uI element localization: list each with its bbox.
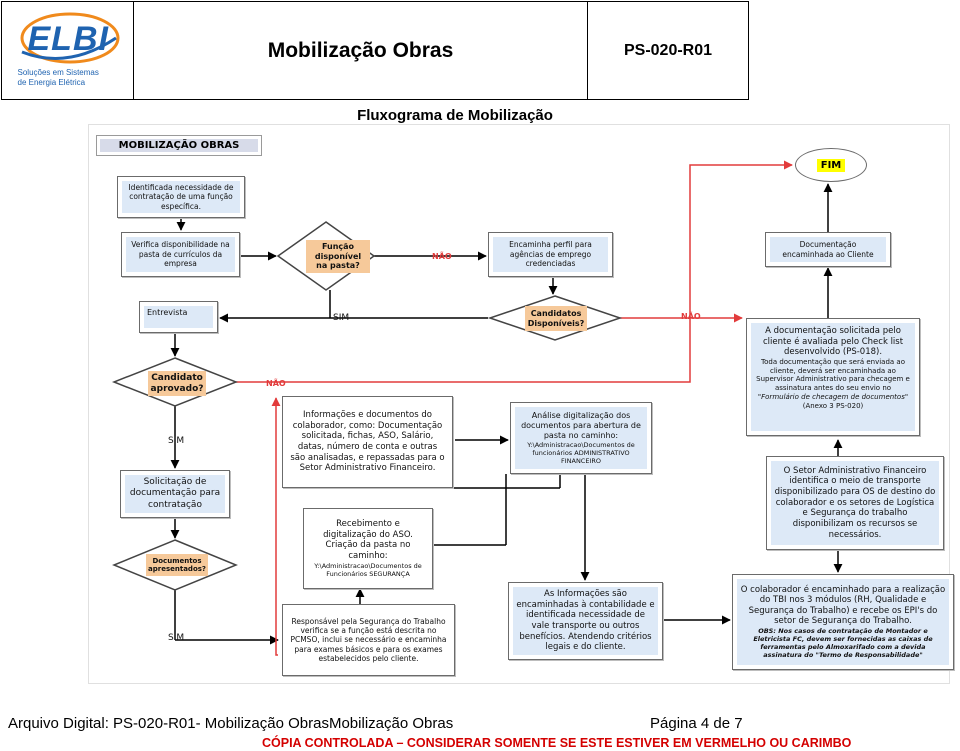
analise-digitalizacao-box: Análise digitalização dos documentos par… bbox=[510, 402, 652, 474]
solicitacao-documentacao-box: Solicitação de documentação para contrat… bbox=[120, 470, 230, 518]
encaminha-perfil-text: Encaminha perfil para agências de empreg… bbox=[493, 237, 608, 272]
page-title: Mobilização Obras bbox=[267, 38, 454, 62]
candidatos-disponiveis-text: Candidatos Disponíveis? bbox=[525, 306, 587, 331]
analise-digitalizacao-text: Análise digitalização dos documentos par… bbox=[521, 410, 641, 440]
informacoes-documentos-text: Informações e documentos do colaborador,… bbox=[287, 401, 448, 483]
recebimento-aso-path: Y:\Administracao\Documentos de Funcionár… bbox=[314, 561, 422, 578]
edge-label-nao-aprovado: NÃO bbox=[266, 379, 286, 388]
edge-label-nao-candidatos: NÃO bbox=[681, 312, 701, 321]
document-code: PS-020-R01 bbox=[623, 41, 713, 59]
section-label-text: MOBILIZAÇÃO OBRAS bbox=[100, 139, 258, 152]
footer-file-line: Arquivo Digital: PS-020-R01- Mobilização… bbox=[8, 715, 454, 732]
responsavel-seguranca-text: Responsável pela Segurança do Trabalho v… bbox=[287, 609, 450, 671]
header-logo-cell: ELBI Soluções em Sistemas de Energia Elé… bbox=[1, 1, 134, 100]
identificada-necessidade-text: Identificada necessidade de contratação … bbox=[122, 181, 240, 213]
elbi-logo: ELBI Soluções em Sistemas de Energia Elé… bbox=[8, 6, 128, 96]
candidato-aprovado-text: Candidato aprovado? bbox=[148, 371, 206, 396]
informacoes-documentos-box: Informações e documentos do colaborador,… bbox=[282, 396, 453, 488]
setor-administrativo-box: O Setor Administrativo Financeiro identi… bbox=[766, 456, 944, 550]
recebimento-aso-text: Recebimento e digitalização do ASO. Cria… bbox=[323, 519, 413, 561]
edge-label-sim-candidatos: SIM bbox=[333, 313, 350, 323]
documentacao-avaliada-text-2: Toda documentação que será enviada ao cl… bbox=[756, 357, 910, 393]
documentacao-avaliada-form-name: "Formulário de checagem de documentos" bbox=[757, 392, 909, 401]
colaborador-tbi-obs: OBS: Nos casos de contratação de Montado… bbox=[753, 627, 933, 660]
entrevista-text: Entrevista bbox=[144, 306, 213, 328]
logo-wordmark: ELBI bbox=[27, 19, 109, 58]
logo-subtitle-1: Soluções em Sistemas bbox=[17, 67, 99, 77]
informacoes-contabilidade-text: As Informações são encaminhadas à contab… bbox=[513, 587, 658, 655]
encaminha-perfil-box: Encaminha perfil para agências de empreg… bbox=[488, 232, 613, 277]
edge-label-sim-aprovado: SIM bbox=[168, 436, 185, 446]
fim-label: FIM bbox=[816, 158, 846, 172]
documentacao-avaliada-text-1: A documentação solicitada pelo cliente é… bbox=[762, 326, 904, 358]
diagram-frame bbox=[88, 124, 950, 684]
documentos-apresentados-text: Documentos apresentados? bbox=[146, 554, 208, 576]
footer-controlled-copy-notice: CÓPIA CONTROLADA – CONSIDERAR SOMENTE SE… bbox=[262, 736, 852, 750]
edge-label-sim-documentos: SIM bbox=[168, 633, 185, 643]
analise-digitalizacao-path: Y:\Administracao\Documentos de funcionár… bbox=[527, 440, 635, 466]
section-label: MOBILIZAÇÃO OBRAS bbox=[96, 135, 262, 156]
entrevista-box: Entrevista bbox=[139, 301, 218, 333]
recebimento-aso-box: Recebimento e digitalização do ASO. Cria… bbox=[303, 508, 433, 589]
colaborador-tbi-box: O colaborador é encaminhado para a reali… bbox=[732, 574, 954, 670]
documentacao-encaminhada-text: Documentação encaminhada ao Cliente bbox=[770, 237, 886, 262]
documentacao-encaminhada-box: Documentação encaminhada ao Cliente bbox=[765, 232, 891, 267]
responsavel-seguranca-box: Responsável pela Segurança do Trabalho v… bbox=[282, 604, 455, 676]
verifica-disponibilidade-text: Verifica disponibilidade na pasta de cur… bbox=[126, 237, 235, 272]
edge-label-nao-funcao: NÃO bbox=[432, 252, 452, 261]
setor-administrativo-text: O Setor Administrativo Financeiro identi… bbox=[771, 461, 939, 545]
funcao-disponivel-text: Função disponível na pasta? bbox=[306, 240, 370, 273]
informacoes-contabilidade-box: As Informações são encaminhadas à contab… bbox=[508, 582, 663, 660]
documentacao-avaliada-annex: (Anexo 3 PS-020) bbox=[802, 401, 864, 410]
solicitacao-documentacao-text: Solicitação de documentação para contrat… bbox=[125, 475, 225, 513]
documentacao-avaliada-box: A documentação solicitada pelo cliente é… bbox=[746, 318, 920, 436]
identificada-necessidade-box: Identificada necessidade de contratação … bbox=[117, 176, 245, 218]
diagram-title: Fluxograma de Mobilização bbox=[357, 107, 553, 124]
header-code-cell: PS-020-R01 bbox=[587, 1, 749, 100]
logo-subtitle-2: de Energia Elétrica bbox=[17, 77, 86, 87]
footer-page-number: Página 4 de 7 bbox=[650, 715, 743, 732]
colaborador-tbi-text: O colaborador é encaminhado para a reali… bbox=[740, 584, 946, 627]
verifica-disponibilidade-box: Verifica disponibilidade na pasta de cur… bbox=[121, 232, 240, 277]
fim-terminator: FIM bbox=[795, 148, 867, 182]
